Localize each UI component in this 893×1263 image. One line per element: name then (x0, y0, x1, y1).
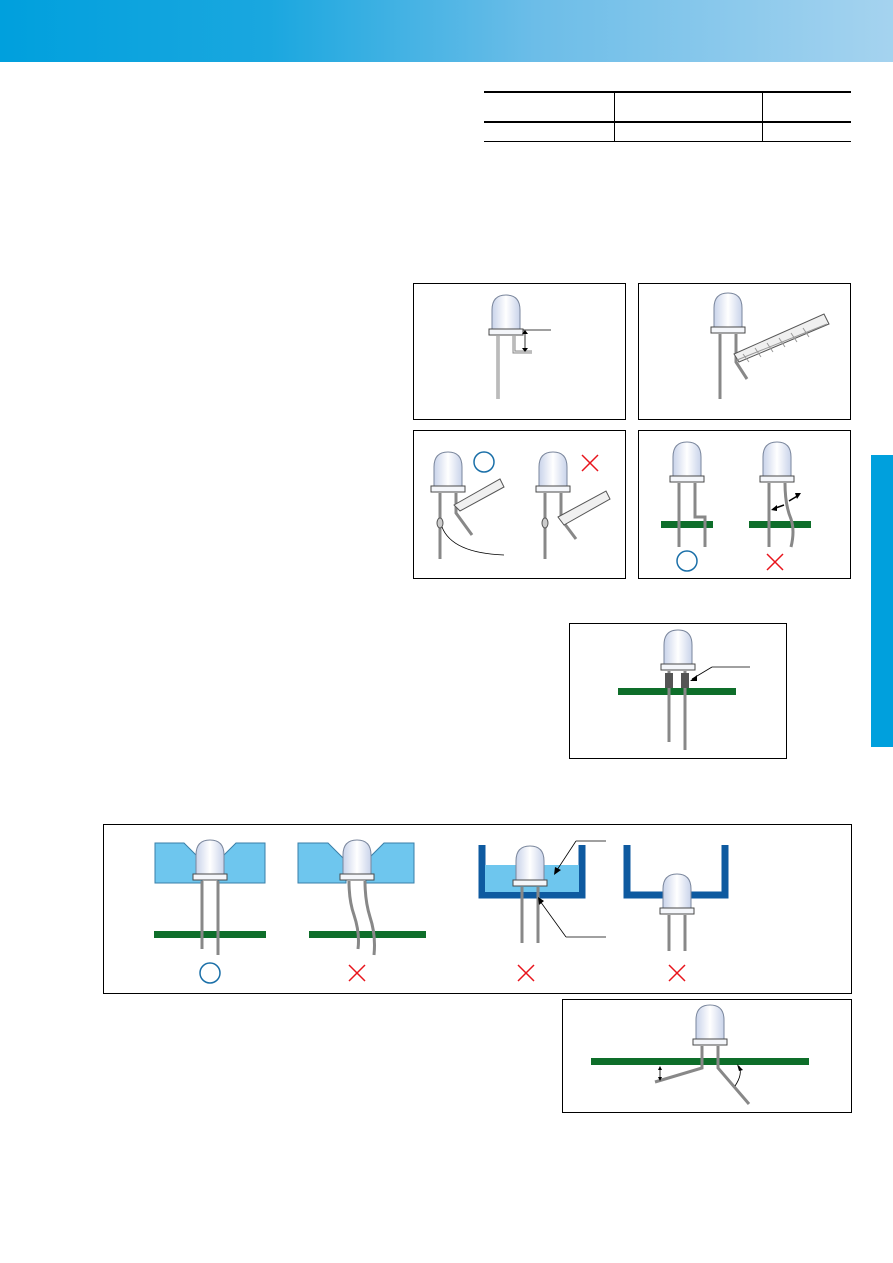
led-icon (512, 845, 548, 887)
led-icon (535, 451, 571, 493)
ok-circle-icon (473, 451, 495, 473)
spacer-block (681, 673, 689, 688)
ng-cross-icon (668, 964, 686, 982)
table-header-cell (761, 91, 851, 123)
table-row (484, 121, 851, 142)
figure-spacer (569, 623, 787, 759)
led-icon (759, 441, 795, 483)
led-icon (710, 292, 746, 334)
figure-hold-lead-bend (413, 430, 626, 579)
pcb-board (154, 931, 266, 938)
table-cell (484, 121, 615, 142)
table-cell (761, 121, 851, 142)
header-bar (0, 0, 893, 62)
ng-cross-icon (517, 964, 535, 982)
ok-circle-icon (676, 550, 698, 572)
figure-lead-bend-distance (413, 283, 626, 420)
figure-lead-bend-after-mount (562, 999, 852, 1113)
figure-bend-with-pliers (638, 283, 851, 420)
table-cell (613, 121, 763, 142)
ok-circle-icon (199, 962, 221, 984)
table-header-cell (613, 91, 763, 123)
led-icon (660, 629, 696, 671)
spec-table (484, 91, 851, 142)
table-header-row (484, 91, 851, 123)
ng-cross-icon (581, 454, 599, 472)
pcb-board (661, 521, 713, 528)
pcb-board (309, 931, 426, 938)
spacer-block (665, 673, 673, 688)
ng-cross-icon (766, 553, 784, 571)
ng-cross-icon (348, 964, 366, 982)
led-icon (692, 1004, 728, 1046)
pcb-board (591, 1058, 809, 1065)
led-icon (339, 839, 375, 881)
pcb-board (749, 521, 811, 528)
figure-soldering-conditions (103, 824, 852, 994)
pcb-board (618, 688, 736, 695)
side-section-tab (871, 455, 893, 747)
figure-mount-stress (638, 430, 851, 579)
led-icon (659, 873, 695, 915)
led-icon (430, 451, 466, 493)
led-icon (192, 839, 228, 881)
table-header-cell (484, 91, 615, 123)
led-icon (669, 441, 705, 483)
led-icon (488, 294, 524, 336)
